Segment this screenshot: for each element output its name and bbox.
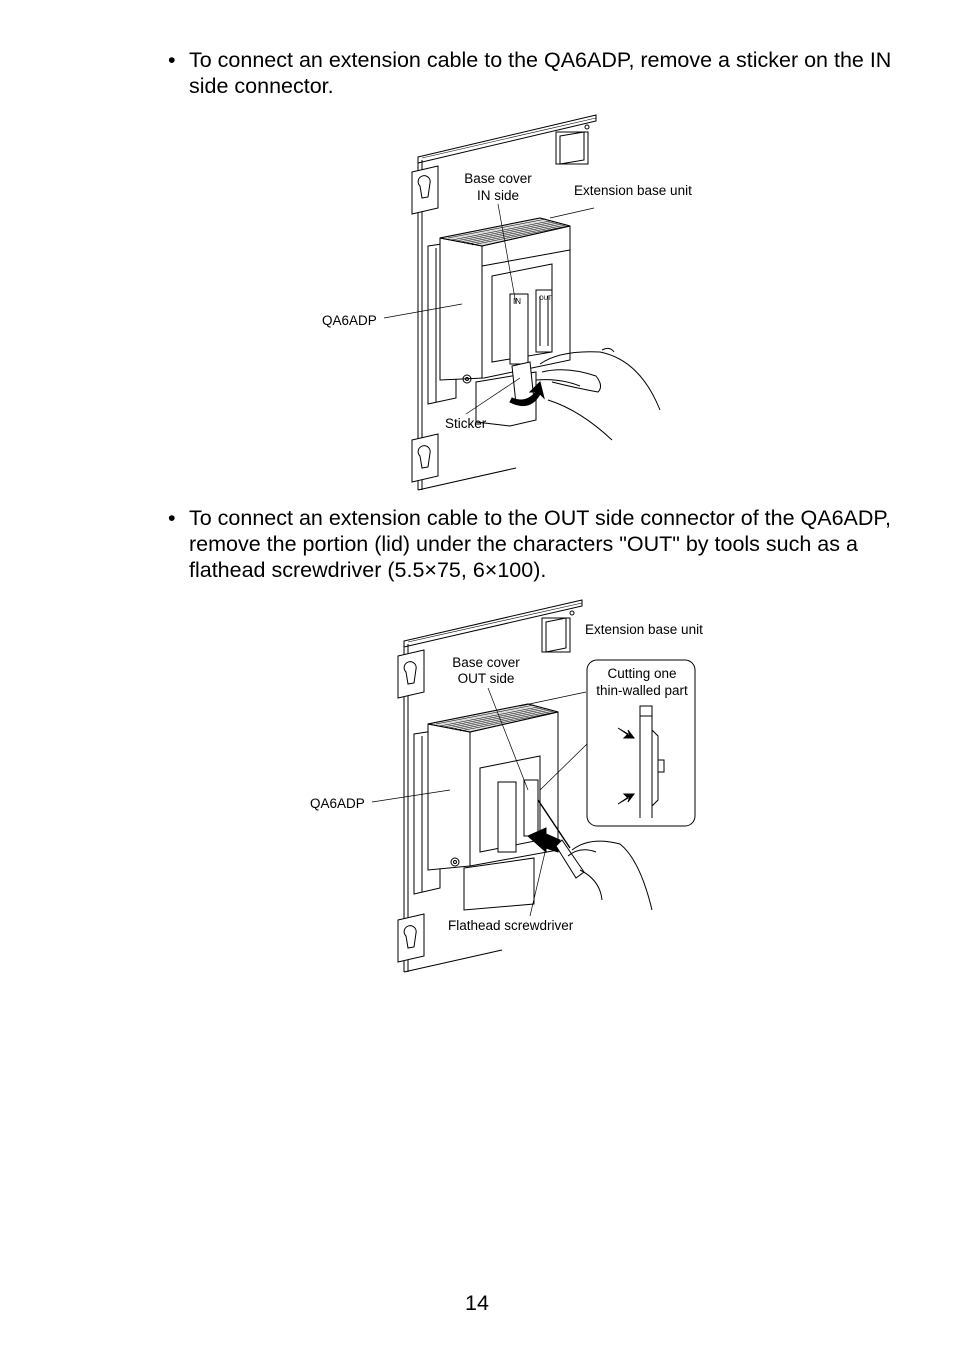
label-base-cover: Base cover (464, 171, 532, 186)
callout-cutting-line2: thin-walled part (596, 683, 688, 698)
out-connector-label: OUT (539, 296, 552, 302)
figure-remove-sticker: IN OUT (383, 114, 661, 491)
label-out-side: OUT side (458, 671, 515, 686)
label-extension-base-unit-2: Extension base unit (585, 622, 703, 637)
label-flathead-screwdriver: Flathead screwdriver (448, 918, 574, 933)
in-connector-label: IN (513, 297, 521, 306)
page-number: 14 (465, 1291, 489, 1315)
figure-remove-out-lid (371, 599, 696, 973)
label-extension-base-unit: Extension base unit (574, 183, 692, 198)
label-qa6adp: QA6ADP (322, 313, 377, 328)
instruction-text: To connect an extension cable to the OUT… (189, 506, 891, 582)
label-in-side: IN side (477, 188, 519, 203)
label-qa6adp-2: QA6ADP (310, 796, 365, 811)
instruction-text: To connect an extension cable to the QA6… (189, 48, 892, 98)
callout-cutting-line1: Cutting one (607, 666, 676, 681)
bullet-marker: • (168, 48, 176, 72)
bullet-marker: • (168, 506, 176, 530)
label-sticker: Sticker (445, 416, 487, 431)
instruction-bullet-out-lid: • To connect an extension cable to the O… (168, 505, 908, 583)
label-base-cover-2: Base cover (452, 655, 520, 670)
instruction-bullet-sticker: • To connect an extension cable to the Q… (168, 47, 908, 99)
